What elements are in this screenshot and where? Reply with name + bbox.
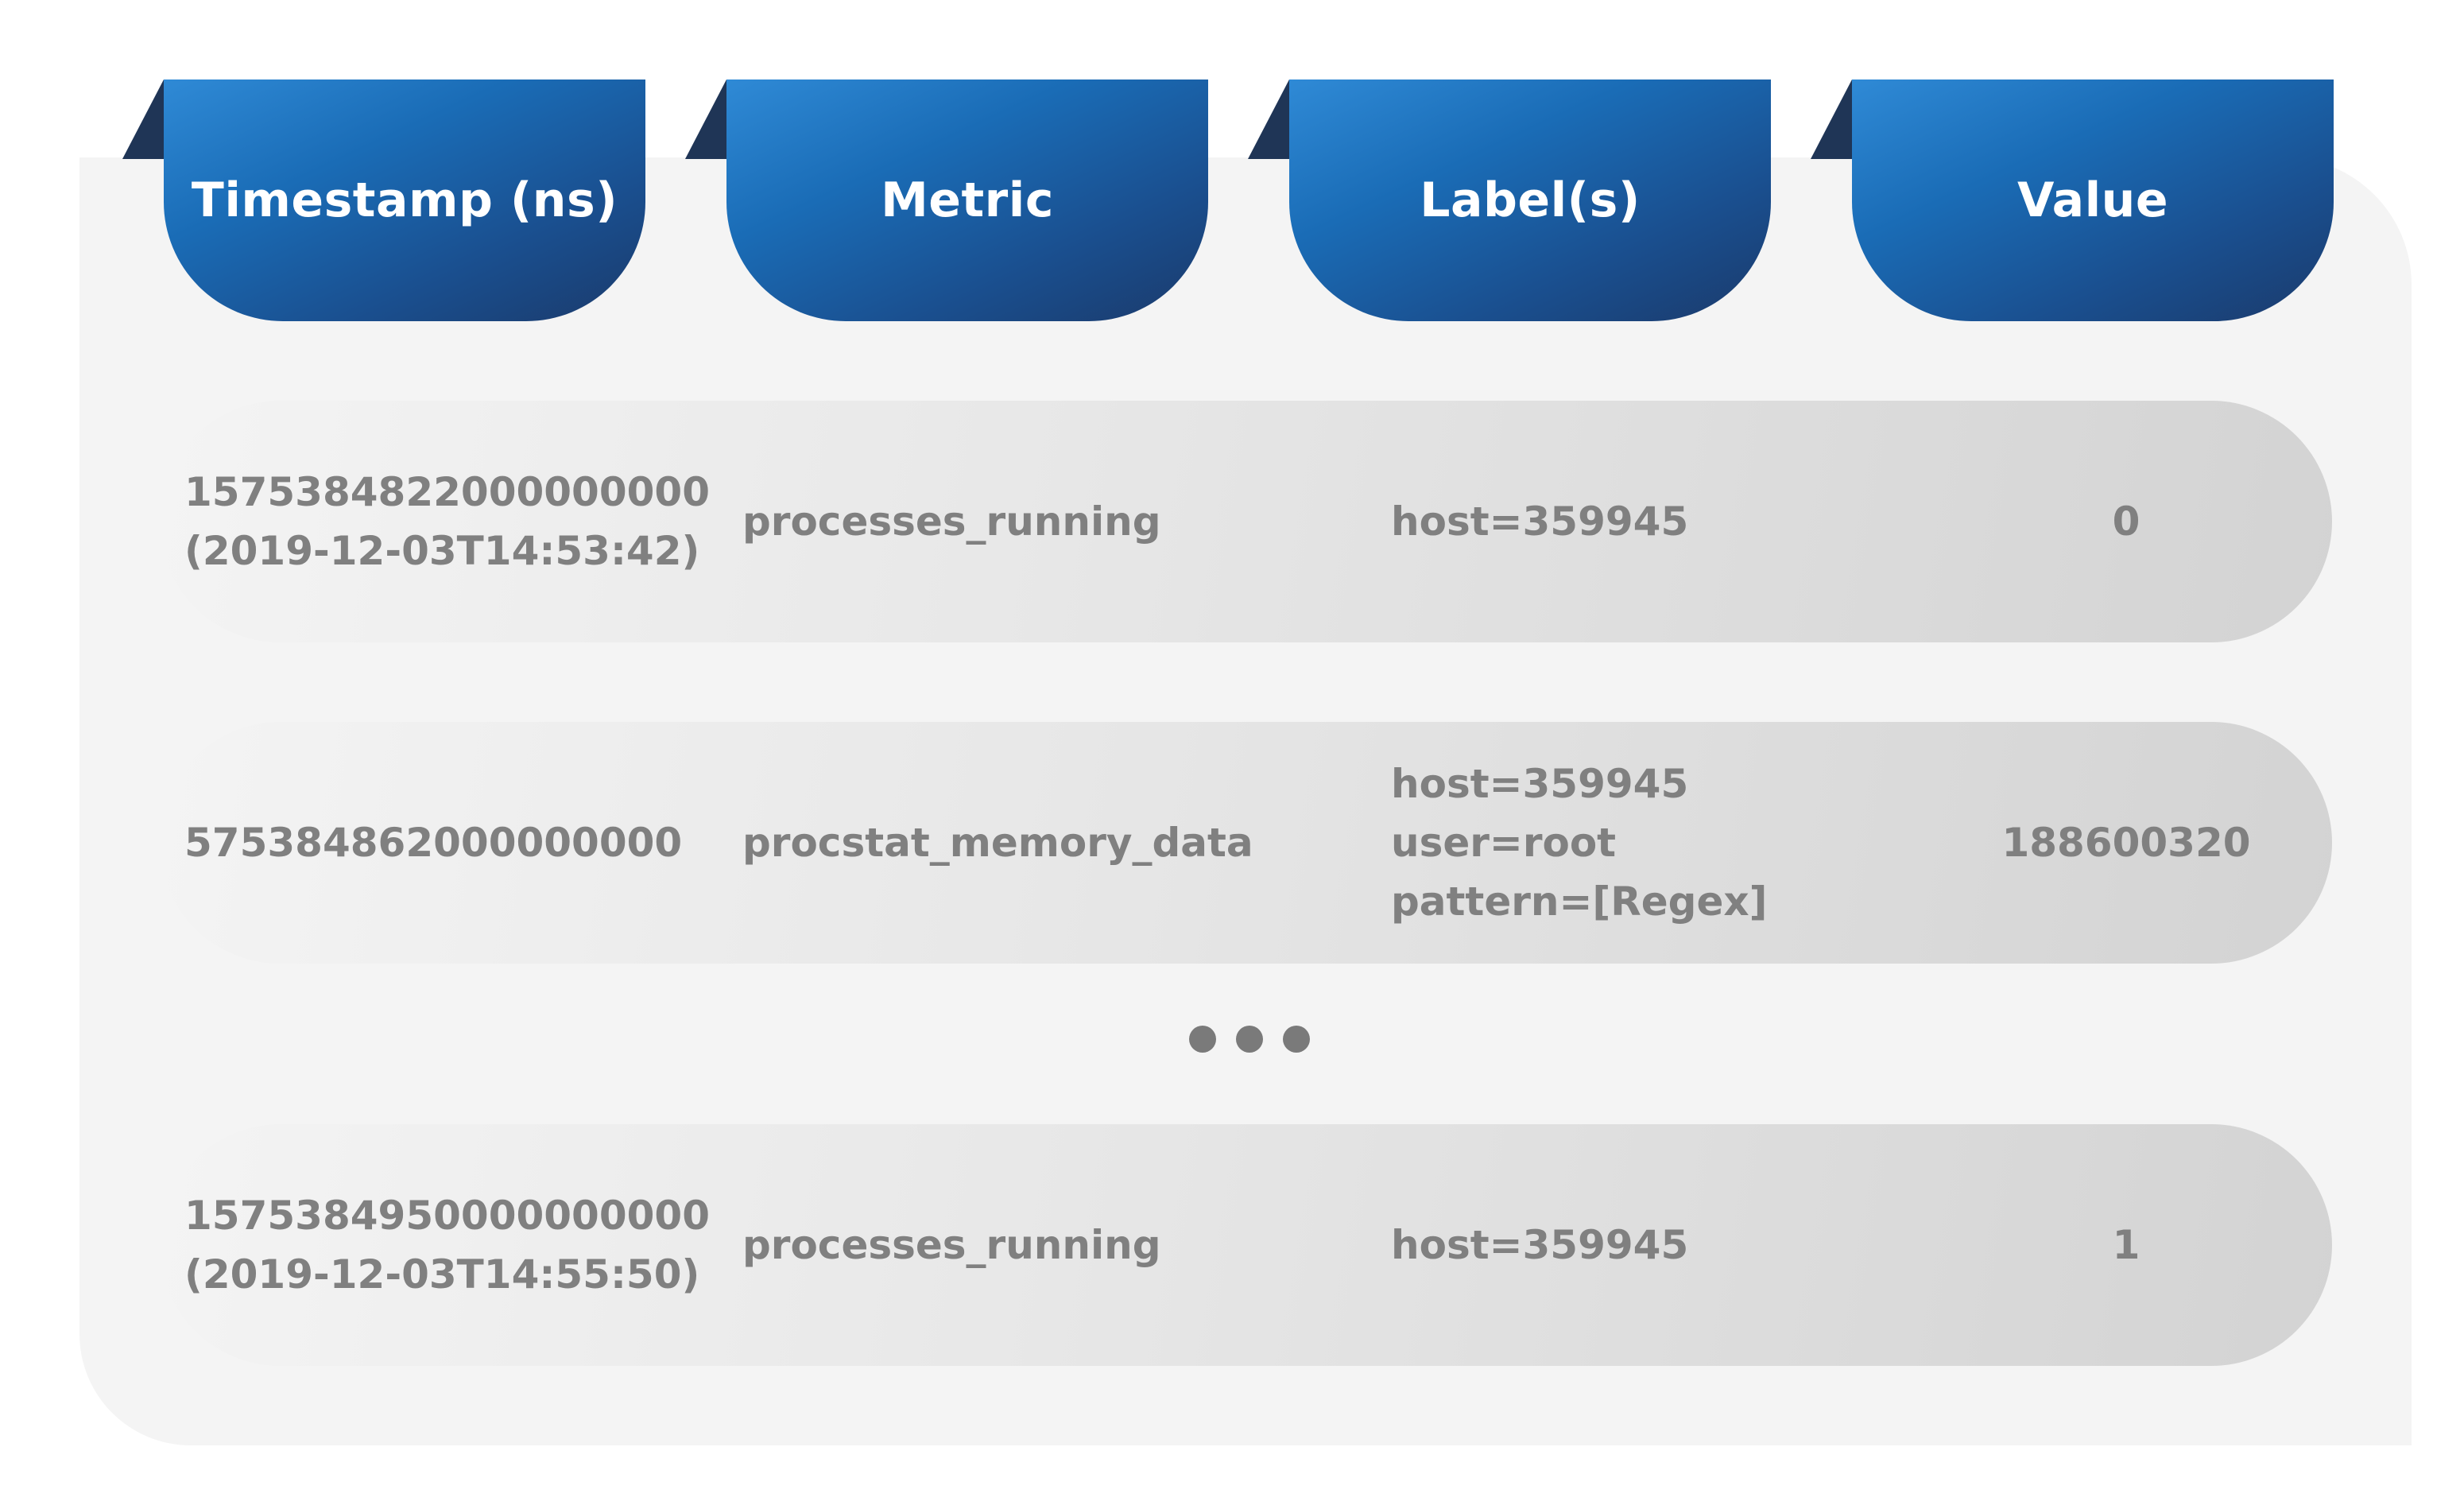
ellipsis-dot [1236, 1026, 1263, 1053]
metric-name: procstat_memory_data [742, 820, 1253, 866]
timestamp-cell: 575384862000000000 [184, 722, 682, 964]
table-row: 1575384950000000000 (2019-12-03T14:55:50… [159, 1124, 2332, 1366]
header-value: Value [1852, 80, 2334, 321]
header-timestamp: Timestamp (ns) [164, 80, 645, 321]
label-entry: pattern=[Regex] [1391, 879, 1768, 925]
header-fold-timestamp [122, 80, 164, 159]
timestamp-ns: 1575384950000000000 [184, 1193, 711, 1239]
metric-value: 1 [2112, 1222, 2141, 1268]
header-label: Metric [881, 173, 1054, 228]
metric-value: 0 [2112, 498, 2141, 545]
label-entry: user=root [1391, 820, 1617, 866]
labels-cell: host=359945 user=root pattern=[Regex] [1391, 722, 1767, 964]
more-rows-ellipsis-icon [1189, 1026, 1310, 1053]
labels-cell: host=359945 [1391, 401, 1688, 642]
timestamp-ns: 1575384822000000000 [184, 469, 711, 515]
labels-cell: host=359945 [1391, 1124, 1688, 1366]
timestamp-ns: 575384862000000000 [184, 820, 683, 866]
value-cell: 0 [1947, 401, 2305, 642]
timestamp-iso: (2019-12-03T14:55:50) [184, 1251, 700, 1298]
timestamp-cell: 1575384950000000000 (2019-12-03T14:55:50… [184, 1124, 710, 1366]
metric-cell: processes_running [742, 1124, 1161, 1366]
header-metric: Metric [726, 80, 1208, 321]
timestamp-cell: 1575384822000000000 (2019-12-03T14:53:42… [184, 401, 710, 642]
table-row: 575384862000000000 procstat_memory_data … [159, 722, 2332, 964]
ellipsis-dot [1189, 1026, 1216, 1053]
value-cell: 1 [1947, 1124, 2305, 1366]
header-fold-labels [1248, 80, 1289, 159]
header-fold-value [1811, 80, 1852, 159]
label-entry: host=359945 [1391, 498, 1689, 545]
metric-cell: procstat_memory_data [742, 722, 1253, 964]
metric-name: processes_running [742, 498, 1161, 545]
label-entry: host=359945 [1391, 1222, 1689, 1268]
header-label: Label(s) [1420, 173, 1641, 228]
timestamp-iso: (2019-12-03T14:53:42) [184, 528, 700, 574]
metric-value: 188600320 [2001, 820, 2251, 866]
table-row: 1575384822000000000 (2019-12-03T14:53:42… [159, 401, 2332, 642]
metric-cell: processes_running [742, 401, 1161, 642]
header-label: Value [2017, 173, 2169, 228]
header-labels: Label(s) [1289, 80, 1771, 321]
header-fold-metric [685, 80, 726, 159]
label-entry: host=359945 [1391, 761, 1689, 807]
header-label: Timestamp (ns) [191, 173, 618, 228]
metric-name: processes_running [742, 1222, 1161, 1268]
value-cell: 188600320 [1947, 722, 2305, 964]
ellipsis-dot [1283, 1026, 1310, 1053]
